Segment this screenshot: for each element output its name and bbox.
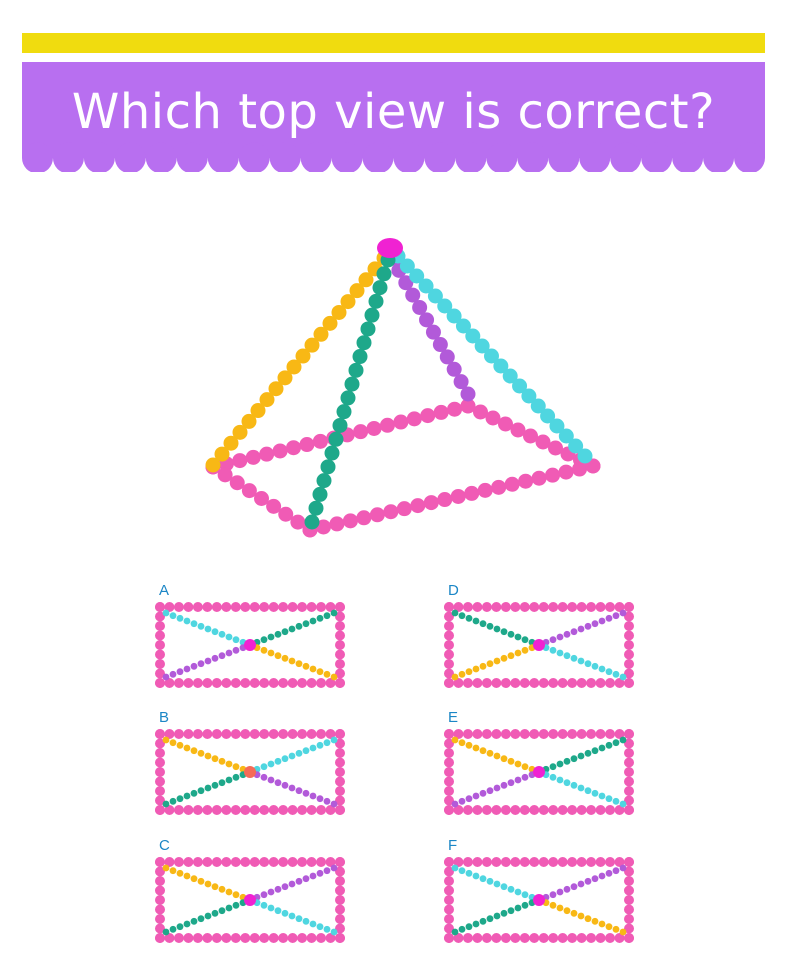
frame-top [155, 602, 345, 612]
edge-bottom-right [246, 768, 338, 808]
frame-left [155, 602, 165, 688]
edge-cyan [390, 248, 593, 464]
question-title: Which top view is correct? [71, 84, 716, 140]
center-apex-dot [533, 766, 545, 778]
frame-left [444, 857, 454, 943]
option-d-top-view [444, 602, 634, 688]
edge-bottom-right [246, 896, 338, 936]
frame-top [444, 857, 634, 867]
edge-bottom-left [451, 768, 543, 808]
edge-top-left [162, 736, 254, 776]
frame-top [155, 729, 345, 739]
edge-bottom-left [451, 641, 543, 681]
frame-top [444, 729, 634, 739]
edge-top-right [535, 864, 627, 904]
option-c-top-view [155, 857, 345, 943]
frame-right [624, 602, 634, 688]
option-b-letter: B [159, 709, 170, 726]
edge-bottom-left [162, 768, 254, 808]
edge-bottom-right [535, 641, 627, 681]
frame-left [155, 729, 165, 815]
option-e-top-view [444, 729, 634, 815]
edge-top-right [535, 609, 627, 649]
edge-top-left [451, 736, 543, 776]
frame-right [335, 729, 345, 815]
edge-bottom-left [451, 896, 543, 936]
option-f[interactable]: F [444, 837, 644, 951]
frame-right [335, 857, 345, 943]
option-e-letter: E [448, 709, 459, 726]
option-c-letter: C [159, 837, 170, 854]
edge-bottom-left [162, 641, 254, 681]
edge-top-right [535, 736, 627, 776]
frame-bottom [444, 805, 634, 815]
option-b-top-view [155, 729, 345, 815]
frame-top [155, 857, 345, 867]
edge-top-right [246, 864, 338, 904]
apex-dot [377, 238, 403, 258]
option-f-top-view [444, 857, 634, 943]
edge-bottom-right [535, 768, 627, 808]
center-apex-dot [533, 639, 545, 651]
frame-bottom [155, 805, 345, 815]
frame-left [155, 857, 165, 943]
edge-top-left [162, 864, 254, 904]
option-a-letter: A [159, 582, 170, 599]
edge-teal [304, 252, 396, 530]
title-banner [22, 62, 765, 172]
frame-bottom [444, 678, 634, 688]
edge-bottom-right [535, 896, 627, 936]
base-edge-back-left [205, 398, 476, 475]
base-edge-front-left [205, 459, 318, 538]
center-apex-dot [244, 894, 256, 906]
edge-top-right [246, 609, 338, 649]
frame-bottom [155, 933, 345, 943]
center-apex-dot [244, 766, 256, 778]
option-f-letter: F [448, 837, 458, 854]
base-edge-front-right [302, 458, 601, 538]
edge-top-left [162, 609, 254, 649]
option-c[interactable]: C [155, 837, 355, 951]
edge-top-right [246, 736, 338, 776]
frame-bottom [155, 678, 345, 688]
option-b[interactable]: B [155, 709, 355, 823]
option-e[interactable]: E [444, 709, 644, 823]
frame-right [335, 602, 345, 688]
option-d[interactable]: D [444, 582, 644, 696]
option-a[interactable]: A [155, 582, 355, 696]
frame-left [444, 602, 454, 688]
edge-bottom-left [162, 896, 254, 936]
frame-right [624, 729, 634, 815]
banner-body [22, 62, 765, 158]
top-stripe [22, 33, 765, 53]
edge-top-left [451, 864, 543, 904]
frame-left [444, 729, 454, 815]
center-apex-dot [533, 894, 545, 906]
frame-top [444, 602, 634, 612]
edge-top-left [451, 609, 543, 649]
center-apex-dot [244, 639, 256, 651]
option-d-letter: D [448, 582, 459, 599]
edge-bottom-right [246, 641, 338, 681]
frame-right [624, 857, 634, 943]
frame-bottom [444, 933, 634, 943]
option-a-top-view [155, 602, 345, 688]
